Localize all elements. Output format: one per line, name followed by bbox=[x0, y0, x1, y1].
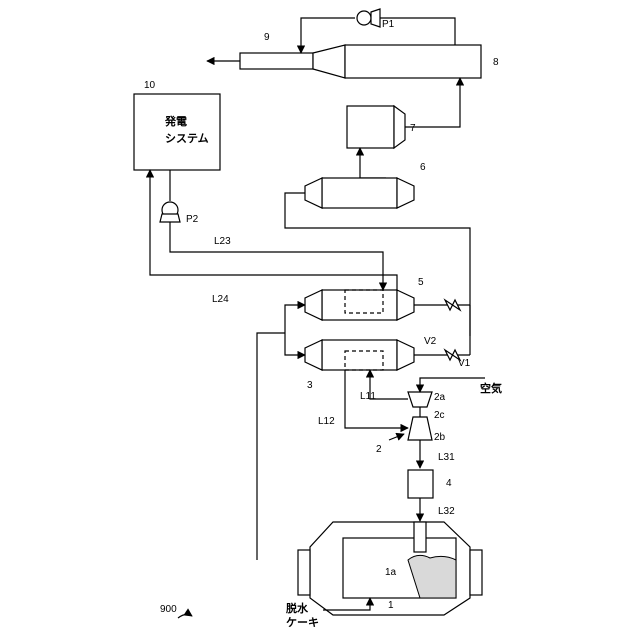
label-l32: L32 bbox=[438, 506, 455, 517]
turbine-2b bbox=[408, 417, 432, 440]
air-inlet bbox=[420, 378, 485, 392]
label-1a: 1a bbox=[385, 567, 397, 578]
furnace-gas-line bbox=[257, 333, 285, 560]
label-valve-v2: V2 bbox=[424, 336, 437, 347]
stack-9 bbox=[240, 53, 313, 69]
line-7-to-8 bbox=[405, 78, 460, 127]
label-stack-9: 9 bbox=[264, 32, 270, 43]
label-2b: 2b bbox=[434, 432, 446, 443]
label-valve-v1: V1 bbox=[458, 358, 471, 369]
tower-8 bbox=[345, 45, 481, 78]
label-p1: P1 bbox=[382, 19, 395, 30]
compressor-2a bbox=[408, 392, 432, 407]
unit-7-taper bbox=[394, 106, 405, 148]
preheater-3-left-cone bbox=[305, 340, 322, 370]
scrubber-6-left-cone bbox=[305, 178, 322, 208]
scrubber-6 bbox=[322, 178, 397, 208]
exchanger-5-left-cone bbox=[305, 290, 322, 320]
label-l11: L11 bbox=[360, 391, 376, 402]
line-to-5 bbox=[285, 305, 305, 333]
label-exchanger-5: 5 bbox=[418, 277, 424, 288]
label-power-10: 10 bbox=[144, 80, 156, 91]
preheater-3-right-cone bbox=[397, 340, 414, 370]
scrubber-6-right-cone bbox=[397, 178, 414, 208]
label-p2: P2 bbox=[186, 214, 199, 225]
fig-pointer bbox=[178, 614, 192, 618]
stack-transition bbox=[313, 45, 345, 78]
unit-7 bbox=[347, 106, 394, 148]
label-air: 空気 bbox=[480, 381, 502, 395]
furnace-1-left-cap bbox=[298, 550, 310, 595]
cyclone-4 bbox=[408, 470, 433, 498]
pump-p1-casing bbox=[371, 9, 380, 27]
preheater-3 bbox=[322, 340, 397, 370]
turbo-pointer bbox=[389, 434, 404, 440]
pump-p2-casing bbox=[160, 214, 180, 222]
label-l24: L24 bbox=[212, 294, 229, 305]
furnace-1-right-cap bbox=[470, 550, 482, 595]
label-tower-8: 8 bbox=[493, 57, 499, 68]
power-label-line1: 発電 bbox=[164, 114, 187, 128]
label-cake-line1: 脱水 bbox=[286, 601, 309, 615]
label-preheater-3: 3 bbox=[307, 380, 313, 391]
label-scrubber-6: 6 bbox=[420, 162, 426, 173]
line-l23 bbox=[170, 222, 383, 290]
pump-p1 bbox=[357, 11, 371, 25]
label-furnace-1: 1 bbox=[388, 600, 394, 611]
power-label-line2: システム bbox=[165, 132, 209, 145]
label-l23: L23 bbox=[214, 236, 231, 247]
label-cyclone-4: 4 bbox=[446, 478, 452, 489]
label-l31: L31 bbox=[438, 452, 455, 463]
label-2c: 2c bbox=[434, 410, 445, 421]
exchanger-5 bbox=[322, 290, 397, 320]
label-cake-line2: ケーキ bbox=[286, 616, 319, 629]
exchanger-5-right-cone bbox=[397, 290, 414, 320]
label-fig-900: 900 bbox=[160, 604, 177, 615]
label-unit-7: 7 bbox=[410, 123, 416, 134]
label-l12: L12 bbox=[318, 416, 335, 427]
line-to-3 bbox=[285, 333, 305, 355]
label-turbo-2: 2 bbox=[376, 444, 382, 455]
furnace-feed-tube bbox=[414, 522, 426, 552]
valve-v2 bbox=[445, 300, 460, 310]
label-2a: 2a bbox=[434, 392, 446, 403]
line-6-to-7 bbox=[360, 148, 386, 178]
